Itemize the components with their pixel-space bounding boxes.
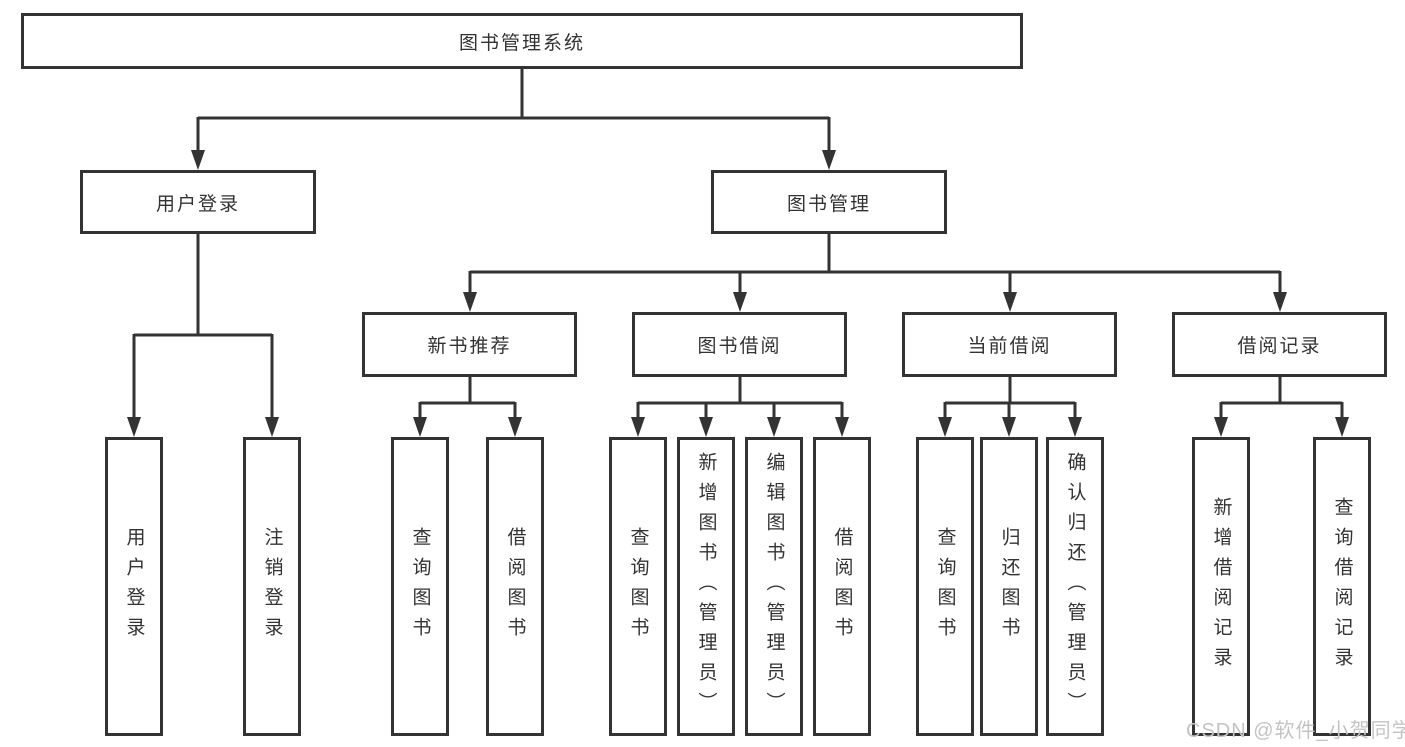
leaf-label: 查询图书 [934,526,956,647]
leaf-label: 查询图书 [627,526,649,647]
leaf-label: 确认归还（管理员） [1064,451,1086,722]
leaf-add-book-admin: 新增图书（管理员） [677,437,735,736]
leaf-logout: 注销登录 [243,437,301,736]
leaf-label: 借阅图书 [504,526,526,647]
node-new-book-recommend: 新书推荐 [362,312,577,377]
node-book-management: 图书管理 [711,170,947,234]
node-label: 图书借阅 [697,336,782,357]
leaf-label: 编辑图书（管理员） [763,451,785,722]
leaf-borrow-books: 借阅图书 [813,437,871,736]
leaf-label: 新增借阅记录 [1210,496,1232,677]
leaf-label: 归还图书 [998,526,1020,647]
leaf-borrow-books-recommend: 借阅图书 [486,437,544,736]
node-label: 图书管理系统 [458,32,585,54]
leaf-label: 查询图书 [409,526,431,647]
leaf-query-books-current: 查询图书 [916,437,974,736]
leaf-label: 用户登录 [123,526,145,647]
node-library-management-system: 图书管理系统 [21,13,1023,69]
node-label: 当前借阅 [967,336,1052,357]
leaf-query-borrow-record: 查询借阅记录 [1313,437,1371,736]
node-borrow-records: 借阅记录 [1172,312,1387,377]
leaf-query-books-borrow: 查询图书 [609,437,667,736]
node-label: 图书管理 [786,193,871,215]
leaf-query-books-recommend: 查询图书 [391,437,449,736]
node-book-borrow: 图书借阅 [632,312,847,377]
node-current-borrow: 当前借阅 [902,312,1117,377]
node-label: 新书推荐 [427,336,512,357]
leaf-return-book: 归还图书 [980,437,1038,736]
leaf-label: 查询借阅记录 [1331,496,1353,677]
leaf-edit-book-admin: 编辑图书（管理员） [745,437,803,736]
leaf-add-borrow-record: 新增借阅记录 [1192,437,1250,736]
leaf-user-login: 用户登录 [105,437,163,736]
leaf-confirm-return-admin: 确认归还（管理员） [1046,437,1104,736]
leaf-label: 新增图书（管理员） [695,451,717,722]
node-label: 用户登录 [155,193,240,215]
node-user-login: 用户登录 [80,170,316,234]
node-label: 借阅记录 [1237,336,1322,357]
leaf-label: 借阅图书 [831,526,853,647]
leaf-label: 注销登录 [261,526,283,647]
csdn-watermark: CSDN @软件_小贺同学 [1186,720,1405,742]
